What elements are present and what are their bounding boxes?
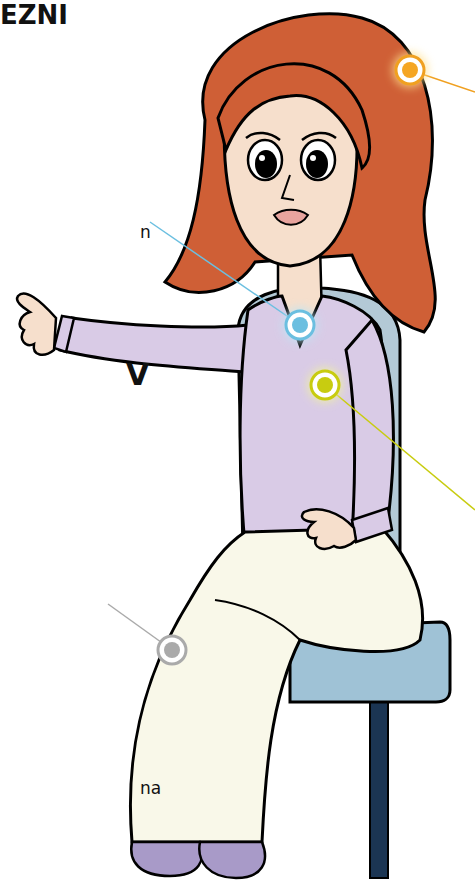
shoe [199,842,265,878]
eye [248,140,282,180]
leader-line [325,385,475,510]
callout-text: EZNI [0,2,68,28]
hand [17,293,56,354]
eyebrow [302,133,336,140]
sleeve [346,320,393,536]
leader-line [150,222,300,325]
mouth [274,210,308,225]
callout-text: na [140,780,161,797]
shoe [131,842,202,876]
pupil [306,150,328,178]
chair-leg [370,690,388,878]
eye [301,140,335,180]
eye-highlight [259,155,265,161]
marker-dot [282,307,318,343]
skirt [130,528,422,842]
nose [282,175,294,200]
callout-text: V [126,360,149,390]
hair [165,14,435,332]
skirt-fold [215,600,300,640]
callout-text: n [140,224,151,241]
eye-highlight [310,155,316,161]
marker-dot [158,636,186,664]
eyebrow [246,133,280,140]
pupil [255,150,277,178]
sleeve [60,318,248,372]
marker-dot [307,367,343,403]
cuff [352,508,392,542]
hair-bangs [218,64,370,168]
hand [302,509,356,549]
marker-dot [392,52,428,88]
